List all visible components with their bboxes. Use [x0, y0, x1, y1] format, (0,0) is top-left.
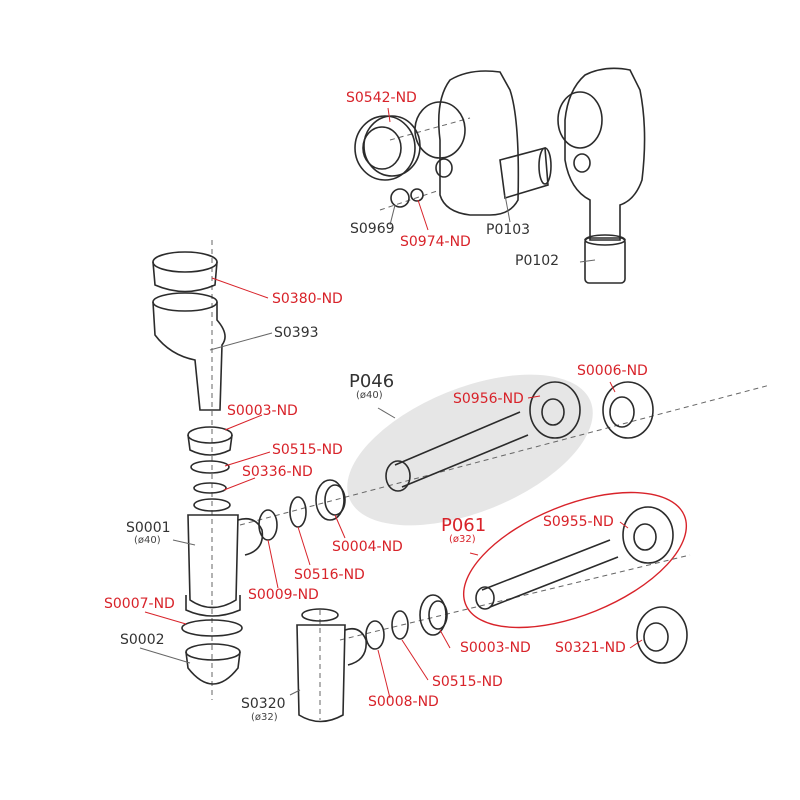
label-s0001-diameter: (ø40) [134, 535, 161, 546]
label-s0336: S0336-ND [242, 464, 313, 480]
s0001-body [185, 498, 264, 617]
label-s0955: S0955-ND [543, 514, 614, 530]
s0009-ring [258, 509, 278, 541]
s0003-nut-bottom [419, 594, 448, 636]
s0003-nut-top [187, 426, 233, 456]
label-s0321: S0321-ND [555, 640, 626, 656]
p046-highlight [347, 374, 593, 526]
label-s0002: S0002 [120, 632, 165, 648]
p0103-siphon [414, 70, 552, 216]
label-s0380: S0380-ND [272, 291, 343, 307]
label-p0103: P0103 [486, 222, 531, 238]
p061-outline [462, 491, 688, 629]
s0515-ring-top [190, 460, 230, 474]
label-s0515-top: S0515-ND [272, 442, 343, 458]
label-p046: P046 [349, 371, 395, 392]
label-p0102: P0102 [515, 253, 560, 269]
label-s0515-bottom: S0515-ND [432, 674, 503, 690]
label-s0393: S0393 [274, 325, 319, 341]
label-p061: P061 [441, 515, 487, 536]
label-s0004: S0004-ND [332, 539, 403, 555]
s0515-ring-bottom [391, 610, 409, 640]
label-p046-diameter: (ø40) [356, 390, 383, 401]
s0320-body [296, 608, 367, 723]
label-s0969: S0969 [350, 221, 395, 237]
s0955-rosette [622, 506, 674, 564]
s0336-ring [193, 482, 227, 494]
p0102-siphon [557, 67, 646, 284]
label-s0003-top: S0003-ND [227, 403, 298, 419]
s0380-ring [152, 251, 218, 293]
s0969-part [390, 188, 410, 208]
label-p061-diameter: (ø32) [449, 534, 476, 545]
s0516-ring [289, 496, 307, 528]
p061-tube [475, 539, 619, 610]
p046-tube [385, 411, 529, 492]
label-s0542: S0542-ND [346, 90, 417, 106]
label-s0003-bottom: S0003-ND [460, 640, 531, 656]
s0542-nut [354, 115, 421, 181]
s0002-cup [185, 643, 241, 685]
label-s0009: S0009-ND [248, 587, 319, 603]
label-s0001: S0001 [126, 520, 171, 536]
label-s0974: S0974-ND [400, 234, 471, 250]
label-s0006: S0006-ND [577, 363, 648, 379]
label-s0956: S0956-ND [453, 391, 524, 407]
s0007-ring [181, 619, 243, 637]
label-s0007: S0007-ND [104, 596, 175, 612]
s0393-funnel [152, 292, 226, 411]
label-s0516: S0516-ND [294, 567, 365, 583]
s0956-rosette [529, 381, 581, 439]
s0004-nut [315, 479, 346, 521]
s0321-cap [636, 606, 688, 664]
label-s0320: S0320 [241, 696, 286, 712]
label-s0008: S0008-ND [368, 694, 439, 710]
s0006-cap [602, 381, 654, 439]
label-s0320-diameter: (ø32) [251, 712, 278, 723]
s0008-ring [365, 620, 385, 650]
s0974-ring [410, 188, 424, 202]
